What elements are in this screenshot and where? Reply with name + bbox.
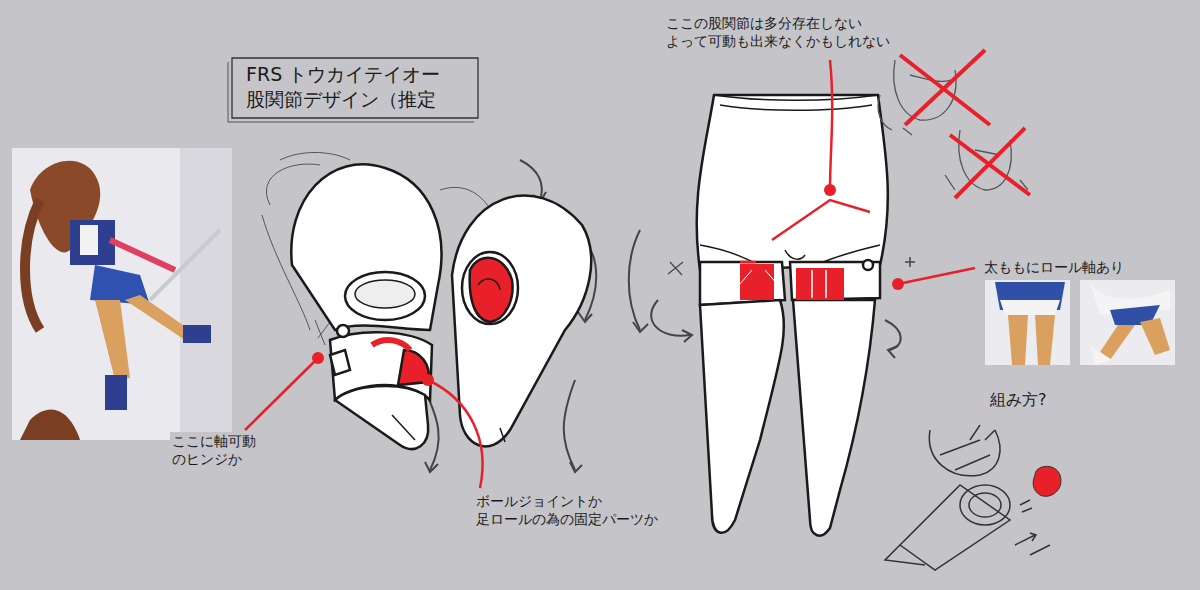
ball-joint-note: ボールジョイントか 足ロールの為の固定パーツか bbox=[474, 492, 708, 528]
thigh-photo bbox=[985, 280, 1070, 365]
hip-indicator bbox=[740, 60, 870, 262]
hip-front-view bbox=[697, 95, 888, 536]
sketch-guides bbox=[262, 153, 596, 473]
left-thigh bbox=[291, 164, 441, 449]
thigh-photo bbox=[1080, 280, 1175, 365]
hinge-note: ここに軸可動 のヒンジか bbox=[170, 432, 284, 468]
part-note: 太ももにロール軸あり bbox=[982, 258, 1186, 276]
ball-part bbox=[1033, 466, 1061, 496]
right-thigh bbox=[452, 196, 591, 447]
cross-mark bbox=[900, 50, 1030, 198]
title: FRS トウカイテイオー 股関節デザイン（推定 bbox=[246, 62, 474, 111]
assembly-sketch bbox=[885, 425, 1050, 570]
callout-dot bbox=[824, 184, 836, 196]
note: ここの股関節は多分存在しない よって可動も出来なくかもしれない bbox=[664, 14, 918, 50]
rotation-arrows bbox=[629, 230, 915, 358]
leader-line bbox=[898, 268, 975, 284]
leader-line bbox=[428, 380, 483, 488]
question-note: 組み方? bbox=[988, 390, 1072, 411]
title-frame-shadow bbox=[228, 62, 474, 122]
title-frame bbox=[232, 58, 478, 118]
leader-line bbox=[245, 358, 318, 430]
figure-photo bbox=[12, 148, 232, 440]
